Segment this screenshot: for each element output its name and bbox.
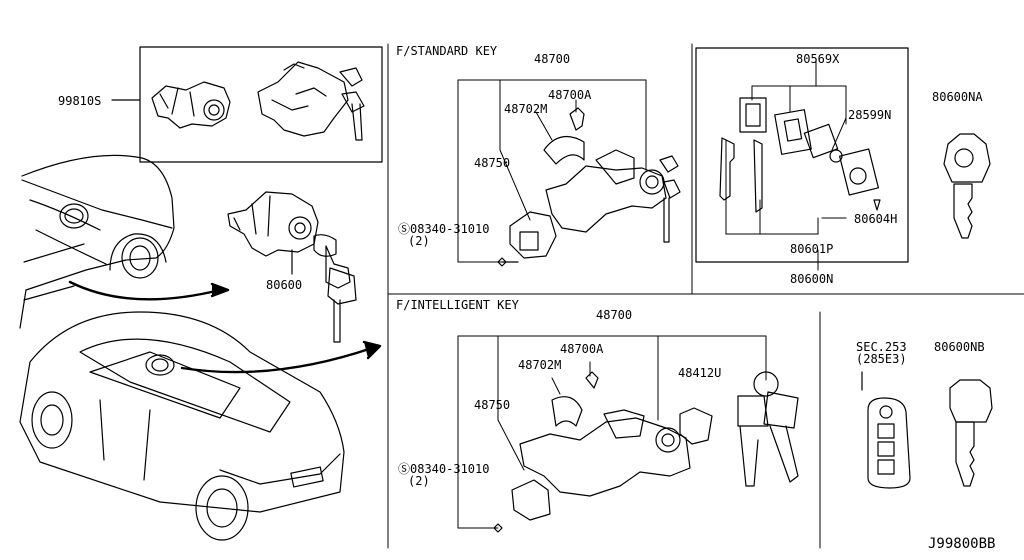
callout-80600N: 80600N	[790, 272, 834, 286]
callout-std-bolt-symbol: Ⓢ	[398, 222, 411, 236]
section-title-standard-key: F/STANDARD KEY	[396, 44, 498, 58]
callout-std-48702M: 48702M	[504, 102, 548, 116]
section-title-intelligent-key: F/INTELLIGENT KEY	[396, 298, 519, 312]
keyset-parts-drawing	[719, 97, 881, 213]
keyset-leaders	[725, 59, 847, 271]
key-80600NA-drawing	[943, 133, 991, 239]
int-lock-assembly-drawing	[493, 371, 713, 533]
section-dividers	[387, 43, 1024, 549]
kit-box	[111, 46, 383, 163]
callout-std-bolt: 08340-31010	[410, 222, 490, 236]
key-80600NB-drawing	[949, 379, 993, 487]
callout-int-48750: 48750	[474, 398, 511, 412]
car-rear-view-drawing	[19, 154, 175, 329]
int-keys-drawing	[737, 371, 799, 487]
callout-int-bolt-qty: (2)	[408, 474, 430, 488]
callout-80600NB: 80600NB	[934, 340, 985, 354]
kit-lock-cylinder-drawing	[151, 81, 231, 129]
callout-80601P: 80601P	[790, 242, 834, 256]
diagram-reference-id: J99800BB	[928, 536, 996, 552]
smart-key-fob-drawing	[861, 371, 911, 489]
callout-int-48700A: 48700A	[560, 342, 604, 356]
int-leaders	[457, 335, 767, 529]
callout-80604H: 80604H	[854, 212, 898, 226]
keyset-box	[695, 47, 909, 263]
callout-99810S: 99810S	[58, 94, 102, 108]
callout-std-48700A: 48700A	[548, 88, 592, 102]
callout-int-bolt: 08340-31010	[410, 462, 490, 476]
callout-int-48700: 48700	[596, 308, 633, 322]
car-arrows	[68, 280, 382, 374]
callout-80600: 80600	[266, 278, 303, 292]
std-leaders	[457, 79, 647, 263]
car-sedan-drawing	[19, 311, 345, 541]
callout-std-bolt-qty: (2)	[408, 234, 430, 248]
callout-int-48412U: 48412U	[678, 366, 722, 380]
callout-std-48700: 48700	[534, 52, 571, 66]
callout-int-48702M: 48702M	[518, 358, 562, 372]
callout-28599N: 28599N	[848, 108, 892, 122]
callout-sec253: SEC.253	[856, 340, 907, 354]
std-lock-assembly-drawing	[497, 107, 681, 267]
callout-80600NA: 80600NA	[932, 90, 983, 104]
callout-int-bolt-symbol: Ⓢ	[398, 462, 411, 476]
kit-steering-lock-drawing	[257, 61, 365, 141]
callout-sec253-sub: (285E3)	[856, 352, 907, 366]
callout-std-48750: 48750	[474, 156, 511, 170]
callout-80569X: 80569X	[796, 52, 840, 66]
ignition-assembly-drawing	[227, 191, 357, 343]
